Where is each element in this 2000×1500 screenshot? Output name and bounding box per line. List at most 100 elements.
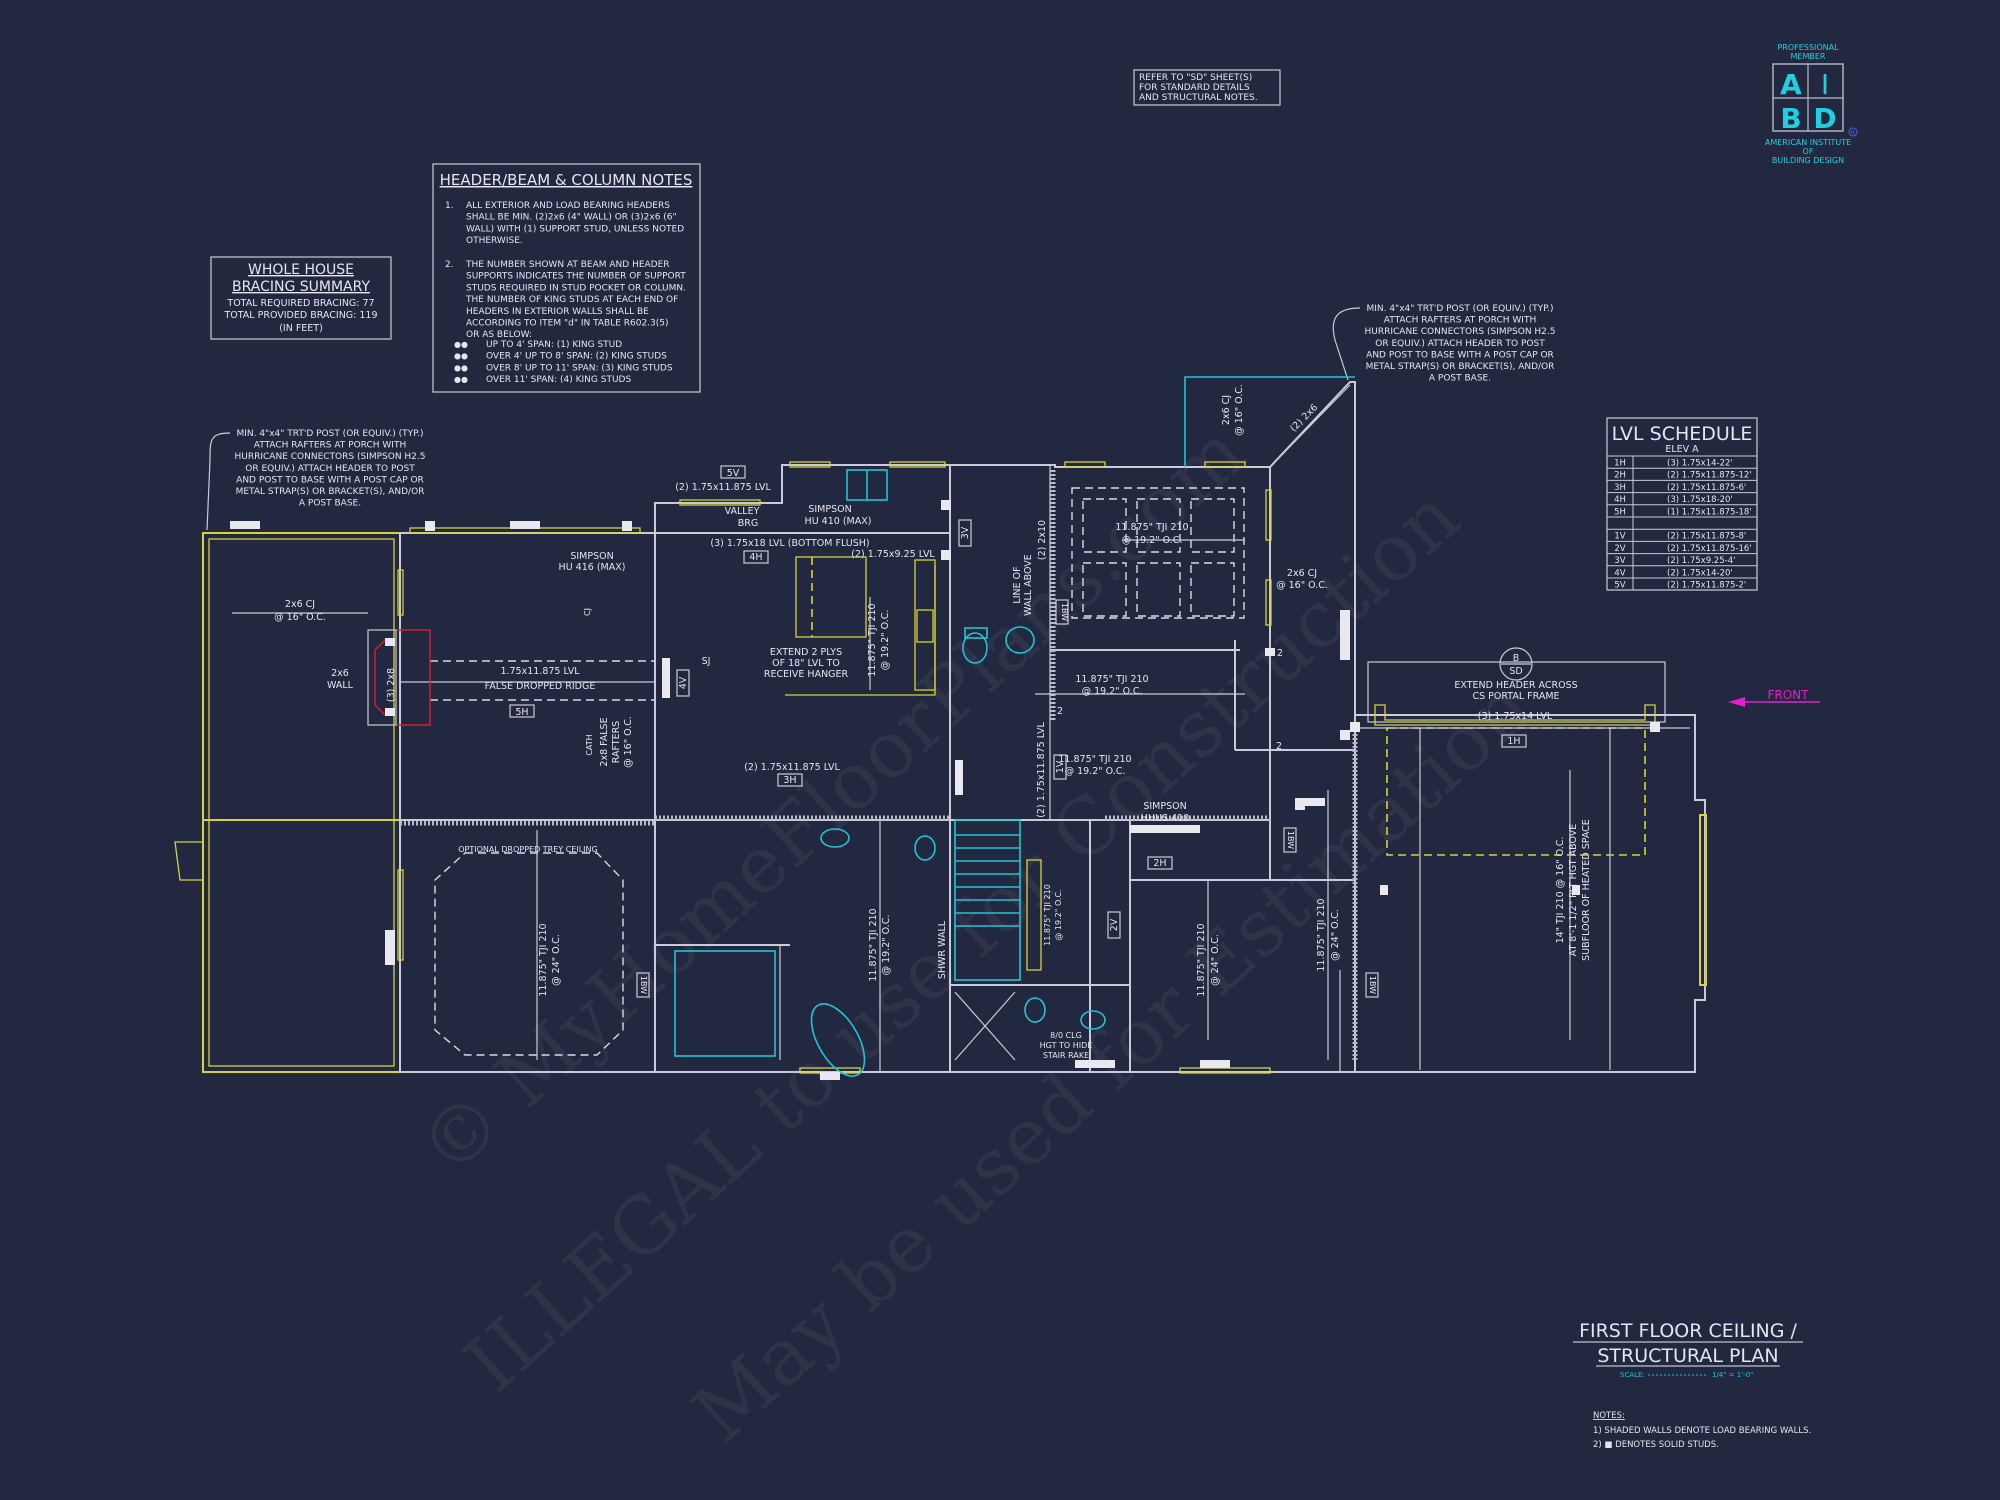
bullet-icon: ●● [454,352,468,361]
joist-label: 11.875" TJI 210 [1316,898,1327,971]
scale-value: 1/4" = 1'-0" [1712,1371,1753,1379]
aibd-logo: PROFESSIONAL MEMBER A I B D R AMERICAN I… [1765,43,1858,165]
joist-label: 11.875" TJI 210 [1043,884,1052,946]
lvl-spec: (2) 1.75x11.875-6' [1667,483,1746,493]
ceiling-note: OPTIONAL DROPPED TREY CEILING [458,845,597,854]
note-line: AND POST TO BASE WITH A POST CAP OR [236,475,424,485]
lvl-mark: 4H [1614,495,1626,505]
detail-callout: SD [1509,666,1522,677]
rafter-label: 2x8 FALSE [599,717,610,766]
logo-letter: I [1821,68,1829,101]
hanger-label: HU 416 (MAX) [559,562,626,573]
notes-title: HEADER/BEAM & COLUMN NOTES [440,171,693,189]
post-label: (3) 2x8 [386,668,397,702]
beam-tag: 2H [1153,858,1166,869]
beam-label: VALLEY [725,506,760,517]
wall-label: WALL [327,680,354,691]
joist-label: 2x6 CJ [285,599,315,610]
scale-label: SCALE: [1620,1371,1645,1379]
post-note-text: MIN. 4"x4" TRT'D POST (OR EQUIV.) (TYP.)… [1365,304,1556,384]
bullet-icon: ●● [454,340,468,349]
note-line: ATTACH RAFTERS AT PORCH WITH [1384,316,1536,326]
bullet-icon: ●● [454,375,468,384]
refer-note-line: AND STRUCTURAL NOTES. [1139,93,1258,103]
joist-label: @ 19.2" O.C. [1122,535,1183,546]
beam-tag: 3H [783,775,796,786]
post-note-text: MIN. 4"x4" TRT'D POST (OR EQUIV.) (TYP.)… [235,429,426,509]
joist-label: 11.875" TJI 210 [1058,754,1131,765]
logo-text: OF [1803,147,1814,156]
beam-label: (3) 1.75x14 LVL [1478,711,1553,722]
ceiling-note: HGT TO HIDE [1040,1041,1093,1050]
rafter-label: CATH [585,734,594,755]
logo-letter: A [1780,68,1802,101]
wall-label: 2x6 [331,668,349,679]
note-line: SUPPORTS INDICATES THE NUMBER OF SUPPORT [466,272,686,282]
logo-text: AMERICAN INSTITUTE [1765,138,1851,147]
lvl-mark: 4V [1614,568,1625,578]
hanger-label: SIMPSON [808,504,851,515]
beam-label: FALSE DROPPED RIDGE [485,681,596,692]
bracing-title: WHOLE HOUSE [248,262,354,278]
note-line: OR AS BELOW: [466,330,532,340]
note-line: THE NUMBER SHOWN AT BEAM AND HEADER [465,260,670,270]
note-line: ACCORDING TO ITEM "d" IN TABLE R602.3(5) [466,319,669,329]
joist-label: 2x6 CJ [1221,395,1232,425]
beam-label: BRG [738,518,758,529]
refer-note: REFER TO "SD" SHEET(S) FOR STANDARD DETA… [1133,69,1281,106]
beam-note: EXTEND 2 PLYS [770,647,842,658]
stud-count: 2 [388,708,394,719]
front-arrow: FRONT [1728,688,1820,707]
lvl-schedule-title: LVL SCHEDULE [1612,423,1753,445]
note-line: METAL STRAP(S) OR BRACKET(S), AND/OR [236,487,425,497]
bracing-title: BRACING SUMMARY [232,279,370,295]
joist-label: 11.875" TJI 210 [538,923,549,996]
note-2-text: THE NUMBER SHOWN AT BEAM AND HEADER SUPPO… [465,260,686,340]
note-number: 2. [445,260,454,270]
lvl-spec: (2) 1.75x11.875-12' [1667,471,1752,481]
beam-note: OF 18" LVL TO [772,658,840,669]
note-line: A POST BASE. [299,499,361,509]
lvl-spec: (3) 1.75x14-22' [1667,459,1733,469]
bracing-units: (IN FEET) [279,323,323,334]
column-tag: 3V [960,526,971,539]
joist-label: SUBFLOOR OF HEATED SPACE [1581,819,1592,961]
joist-label: AT 8'-1 1/2" PLT HGT ABOVE [1568,824,1579,957]
note-line: UP TO 4' SPAN: (1) KING STUD [486,340,622,350]
note-line: OR EQUIV.) ATTACH HEADER TO POST [245,464,415,474]
joist-label: @ 24" O.C. [1210,934,1221,986]
lvl-spec: (2) 1.75x11.875-2' [1667,581,1746,591]
lvl-mark: 5H [1614,507,1626,517]
dropped-trey-ceiling [434,852,624,1056]
beam-tag: 1H [1507,736,1520,747]
plan-note: 2) ■ DENOTES SOLID STUDS. [1593,1440,1719,1450]
rafter-label: RAFTERS [611,721,622,763]
joist-label: @ 19.2" O.C. [881,915,892,976]
lvl-mark: 5V [1614,581,1625,591]
wall-note: LINE OF [1012,566,1023,603]
note-line: MIN. 4"x4" TRT'D POST (OR EQUIV.) (TYP.) [236,429,423,439]
note-line: OVER 4' UP TO 8' SPAN: (2) KING STUDS [486,352,667,362]
kitchen-island [795,556,867,638]
joist-label: @ 19.2" O.C. [1065,766,1126,777]
joist-label: @ 16" O.C. [1234,384,1245,436]
joist-label: 2x6 CJ [1287,568,1317,579]
lvl-spec: (2) 1.75x11.875-8' [1667,532,1746,542]
logo-letter: B [1780,102,1801,135]
front-porch-outline [1386,727,1646,856]
refer-note-line: FOR STANDARD DETAILS [1139,83,1250,93]
header-beam-column-notes: HEADER/BEAM & COLUMN NOTES 1. ALL EXTERI… [432,163,701,393]
joist-label: 11.875" TJI 210 [1115,522,1188,533]
lvl-mark: 1H [1614,459,1626,469]
note-line: METAL STRAP(S) OR BRACKET(S), AND/OR [1366,362,1555,372]
lvl-schedule-table: LVL SCHEDULE ELEV A 1H(3) 1.75x14-22'2H(… [1606,417,1758,591]
braced-wall-tag: 1BW [1286,831,1295,849]
column-tag: 5V [727,468,740,479]
joist-label: @ 24" O.C. [1330,909,1341,961]
rafter-label: @ 16" O.C. [623,716,634,768]
stud-count: 2 [1277,648,1283,659]
note-line: A POST BASE. [1429,374,1491,384]
note-line: AND POST TO BASE WITH A POST CAP OR [1366,350,1554,360]
braced-wall-tag: 1BW [639,976,648,994]
joist-label: 11.875" TJI 210 [1075,674,1148,685]
